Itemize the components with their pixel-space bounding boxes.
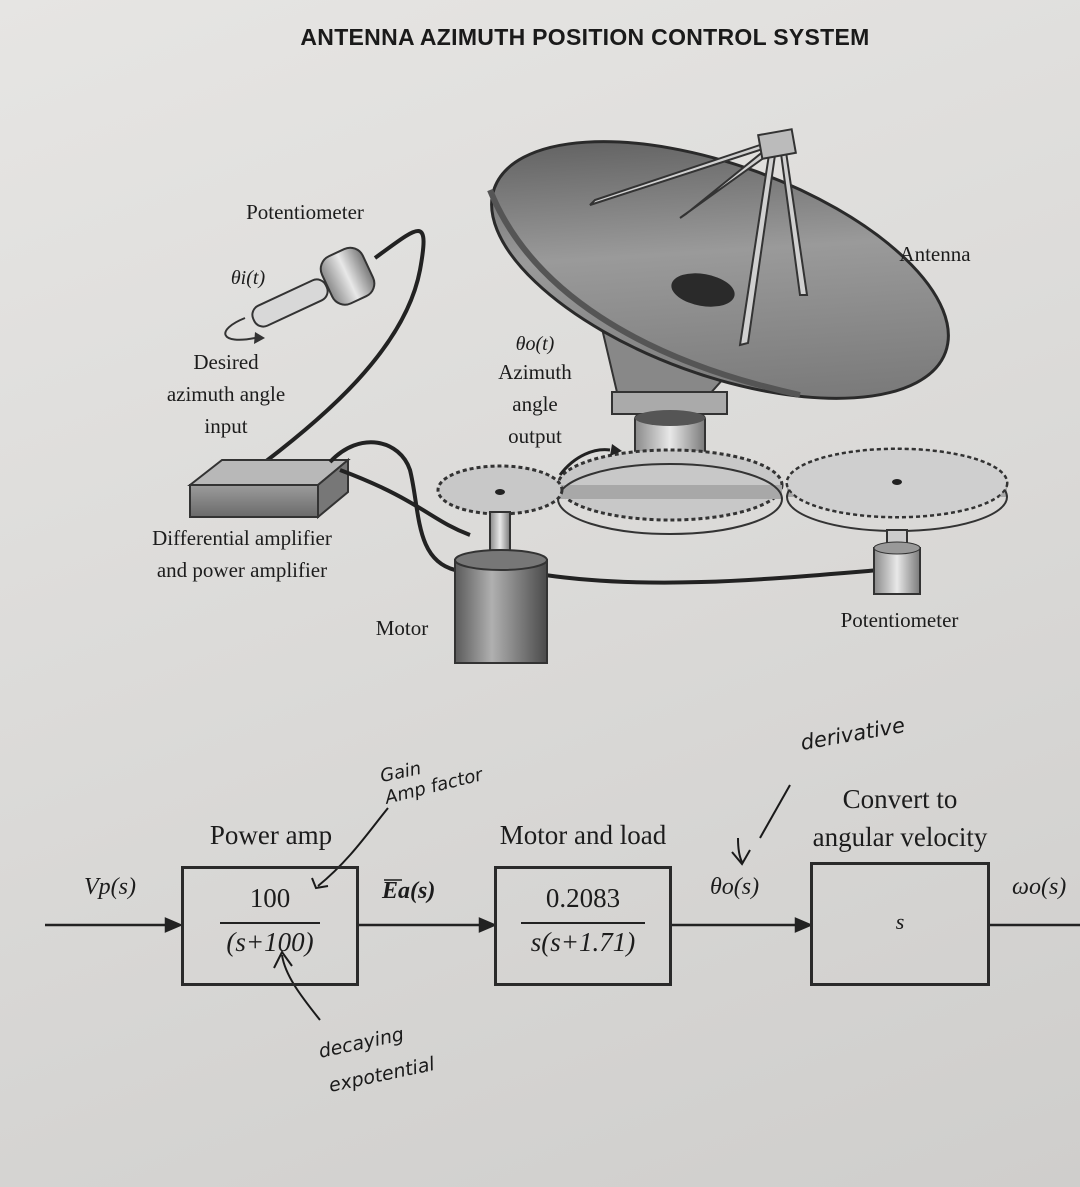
angular-velocity-line: angular velocity [812, 822, 988, 852]
input-signal-label: Vp(s) [84, 874, 136, 900]
power-amp-numerator: 100 [249, 883, 291, 913]
amplifier-label: Differential amplifier and power amplifi… [112, 522, 372, 586]
power-amplifier-line: and power amplifier [156, 558, 328, 582]
theta-o-signal-label: θo(s) [710, 874, 760, 900]
potentiometer-label-left: Potentiometer [246, 200, 364, 224]
power-amp-block: 100 (s+100) [181, 866, 359, 986]
convert-expression: s [895, 909, 905, 934]
desired-line: Desired [193, 350, 259, 374]
antenna-dish [487, 128, 950, 415]
output-signal-label: ωo(s) [1012, 874, 1067, 900]
amplifier-box [187, 457, 351, 520]
input-line: input [204, 414, 248, 438]
wires [328, 440, 881, 585]
gears [436, 444, 1009, 535]
left-potentiometer [224, 229, 426, 464]
motor-load-block: 0.2083 s(s+1.71) [494, 866, 672, 986]
antenna-label: Antenna [899, 242, 971, 266]
motor-label: Motor [375, 616, 429, 640]
potentiometer-label-right: Potentiometer [840, 608, 959, 632]
differential-amplifier-line: Differential amplifier [152, 526, 332, 550]
power-amp-heading: Power amp [209, 820, 333, 850]
theta-i-label: θi(t) [230, 267, 266, 289]
motor [454, 511, 548, 664]
azimuth-angle-line: azimuth angle [166, 382, 286, 406]
output-line: output [508, 424, 562, 448]
convert-heading: Convert to angular velocity [790, 780, 1010, 856]
motor-load-heading: Motor and load [499, 820, 667, 850]
theta-o-label: θo(t) [515, 333, 555, 355]
azimuth-output-label: Azimuth angle output [470, 356, 600, 452]
convert-block: s [810, 862, 990, 986]
angle-line: angle [512, 392, 558, 416]
motor-load-denominator: s(s+1.71) [530, 927, 636, 957]
azimuth-line: Azimuth [498, 360, 572, 384]
motor-load-fraction-bar [521, 922, 645, 924]
right-potentiometer [873, 529, 921, 595]
power-amp-denominator: (s+100) [226, 927, 314, 957]
motor-load-numerator: 0.2083 [545, 883, 621, 913]
page-title: ANTENNA AZIMUTH POSITION CONTROL SYSTEM [300, 24, 870, 50]
convert-to-line: Convert to [842, 784, 958, 814]
power-amp-fraction-bar [220, 922, 320, 924]
ea-signal-label: Ea(s) [382, 878, 436, 904]
desired-input-label: Desired azimuth angle input [136, 346, 316, 442]
